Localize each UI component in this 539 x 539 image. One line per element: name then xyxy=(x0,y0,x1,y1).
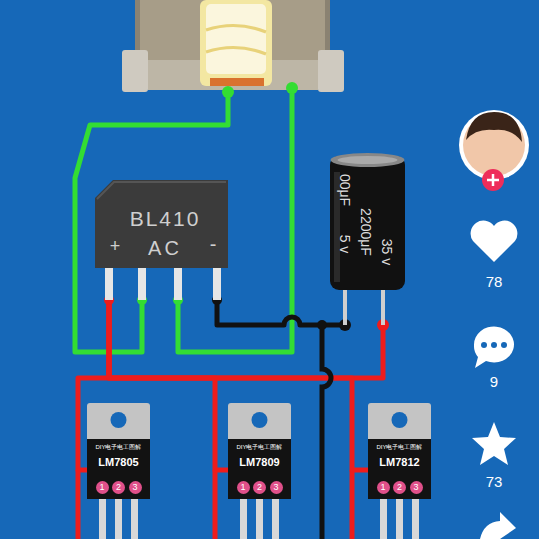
transformer xyxy=(122,0,344,92)
counter: 9 xyxy=(490,374,498,389)
pin-number: 3 xyxy=(129,481,142,494)
pin-label: AC xyxy=(148,238,182,258)
pin-number: 2 xyxy=(253,481,266,494)
pin-label: + xyxy=(110,237,121,255)
part-number: BL410 xyxy=(130,208,201,229)
part-number: LM7809 xyxy=(239,457,279,468)
voltage-regulator: DIY电子电工图解 LM7805 123 xyxy=(87,403,150,539)
reg-shape xyxy=(228,403,291,539)
sidebar-icons xyxy=(459,110,529,539)
brand-text: DIY电子电工图解 xyxy=(236,444,282,450)
counter: 78 xyxy=(486,274,503,289)
ac-wire xyxy=(75,92,228,352)
wire xyxy=(217,300,345,325)
brand-text: DIY电子电工图解 xyxy=(376,444,422,450)
voltage-regulator: DIY电子电工图解 LM7812 123 xyxy=(368,403,431,539)
capacitor-rating: 00μF xyxy=(338,174,352,206)
red-wire xyxy=(78,470,352,539)
capacitor: 00μF 5 v 2200μF 35 v xyxy=(330,152,405,325)
pin-number: 1 xyxy=(96,481,109,494)
capacitor-rating: 5 v xyxy=(338,235,352,254)
part-number: LM7805 xyxy=(98,457,138,468)
pin-label: - xyxy=(210,234,217,254)
counter: 73 xyxy=(486,474,503,489)
capacitor-rating: 35 v xyxy=(380,239,394,265)
bridge-rectifier: BL410AC + - xyxy=(95,180,228,300)
pin-number: 3 xyxy=(410,481,423,494)
part-number: LM7812 xyxy=(379,457,419,468)
pin-number: 3 xyxy=(270,481,283,494)
voltage-regulator: DIY电子电工图解 LM7809 123 xyxy=(228,403,291,539)
pin-number: 2 xyxy=(112,481,125,494)
brand-text: DIY电子电工图解 xyxy=(95,444,141,450)
pin-number: 2 xyxy=(393,481,406,494)
capacitor-rating: 2200μF xyxy=(359,208,373,256)
pin-number: 1 xyxy=(377,481,390,494)
reg-shape xyxy=(368,403,431,539)
wire xyxy=(109,300,383,378)
pin-number: 1 xyxy=(237,481,250,494)
reg-shape xyxy=(87,403,150,539)
